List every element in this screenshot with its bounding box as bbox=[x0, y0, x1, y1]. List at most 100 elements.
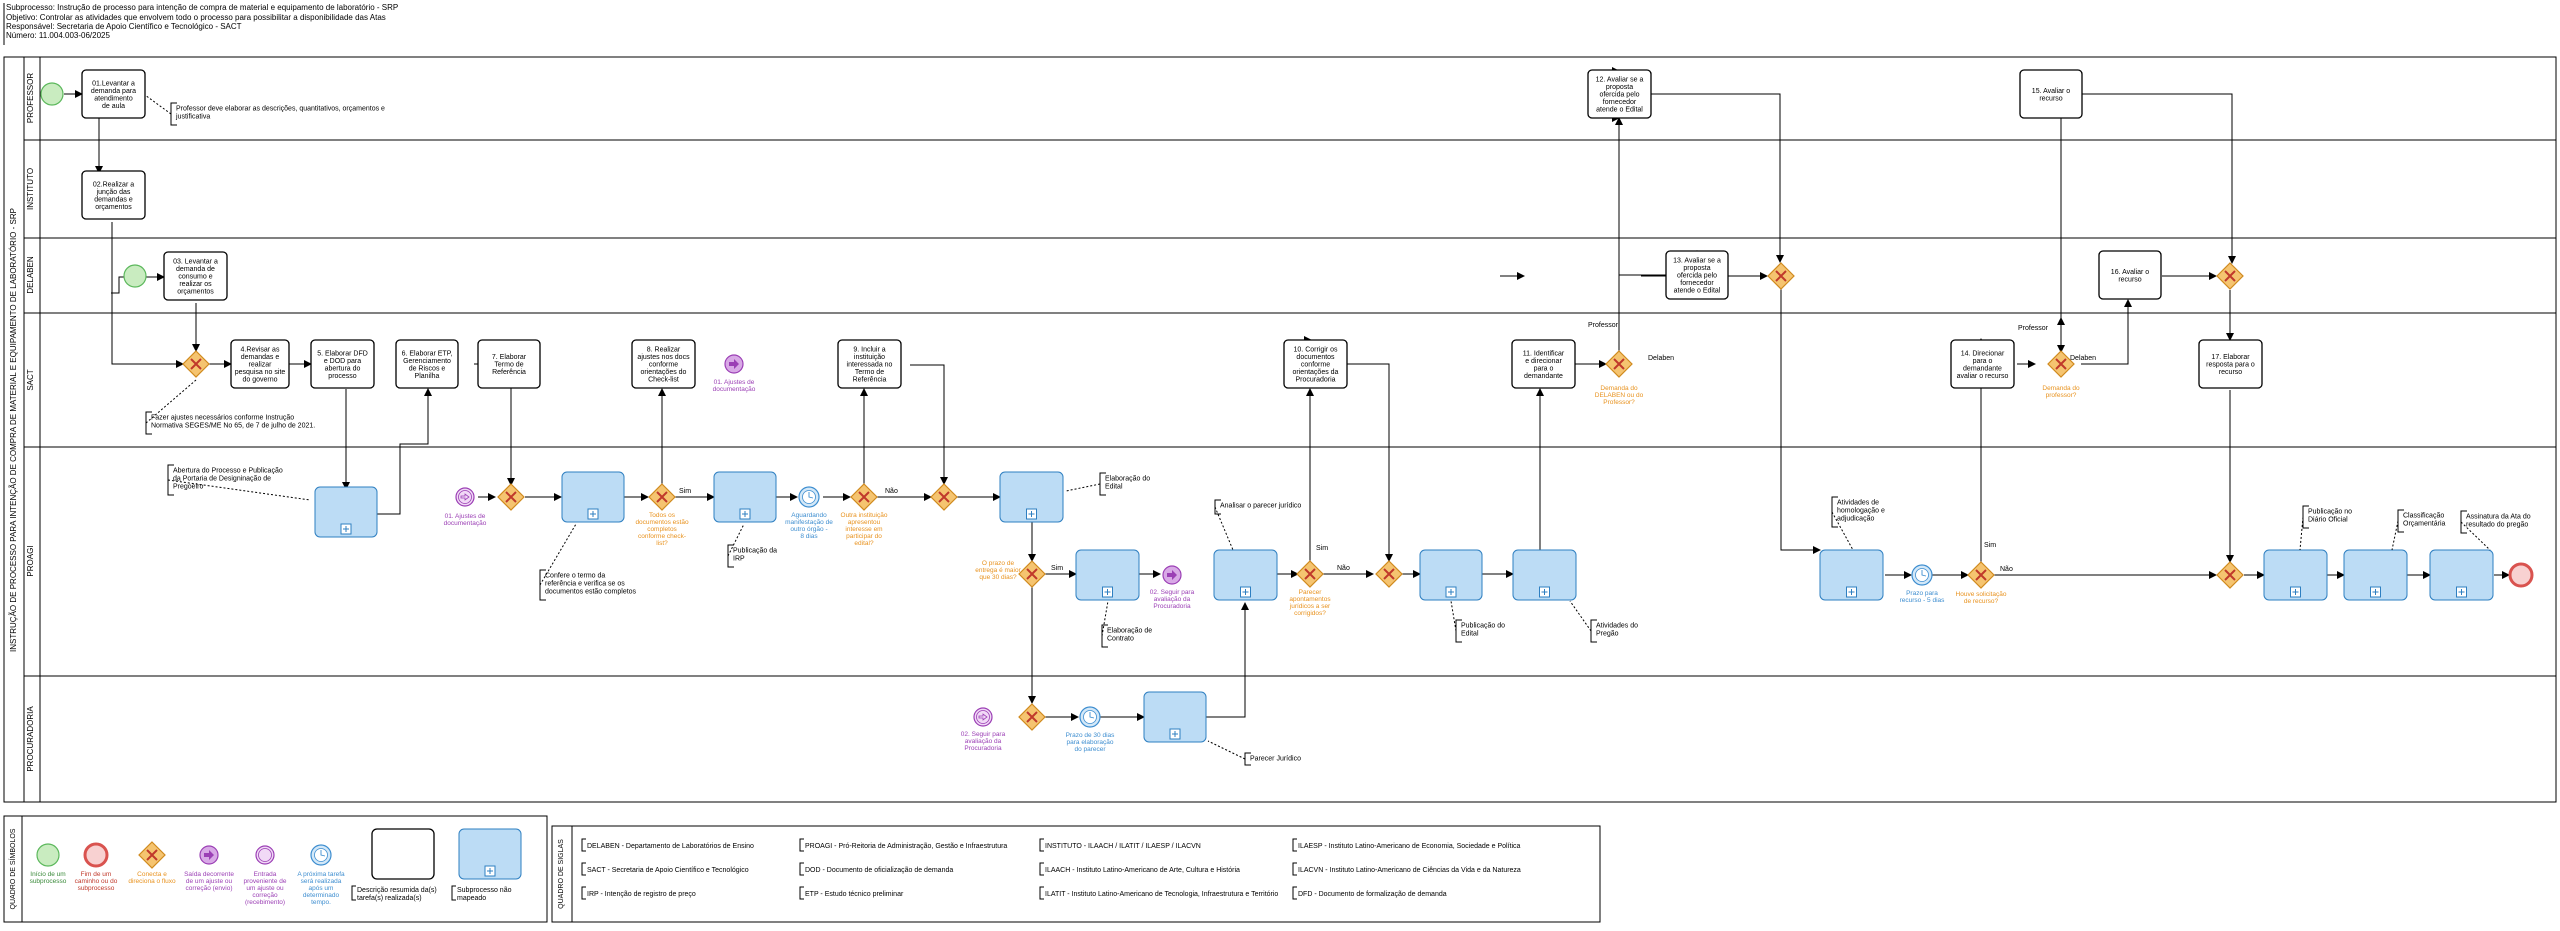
acronym-entry: ILAESP - Instituto Latino-Americano de E… bbox=[1298, 843, 1521, 850]
lane-label-delaben: DELABEN bbox=[26, 256, 35, 294]
subprocess-pregao[interactable] bbox=[1512, 549, 1577, 601]
acronym-entry: DELABEN - Departamento de Laboratórios d… bbox=[587, 843, 754, 850]
lane-label-proagi: PROAGI bbox=[26, 545, 35, 576]
legend-message-out bbox=[199, 845, 219, 865]
subprocess-edital[interactable] bbox=[999, 471, 1064, 523]
annotation-parecer: Parecer Jurídico bbox=[1207, 740, 1301, 766]
legend-task-desc: Descrição resumida da(s)tarefa(s) realiz… bbox=[351, 885, 437, 902]
subprocess-parecer[interactable] bbox=[1143, 691, 1207, 743]
subprocess-publicacao-irp[interactable] bbox=[713, 471, 777, 523]
header-number: Número: 11.004.003-06/2025 bbox=[6, 31, 110, 40]
acronym-entry: DOD - Documento de oficialização de dema… bbox=[805, 867, 953, 874]
subprocess-homolog[interactable] bbox=[1819, 549, 1884, 601]
annotation-text: Fazer ajustes necessários conforme Instr… bbox=[151, 415, 315, 430]
gateway-merge-procuradoria[interactable] bbox=[1018, 703, 1046, 731]
acronym-entry: ILAACH - Instituto Latino-Americano de A… bbox=[1045, 867, 1240, 874]
gateway-merge-proagi-2[interactable] bbox=[930, 483, 958, 511]
flow-label: Delaben bbox=[1648, 355, 1674, 362]
subprocess-abertura[interactable] bbox=[314, 486, 378, 538]
header-subprocess: Subprocesso: Instrução de processo para … bbox=[6, 3, 398, 12]
start-event-professor bbox=[40, 82, 64, 106]
subprocess-analisar[interactable] bbox=[1213, 549, 1278, 601]
gateway-merge-proagi-3[interactable] bbox=[1375, 560, 1403, 588]
gateway-merge-sact[interactable] bbox=[182, 350, 210, 378]
acronym-entry: PROAGI - Pró-Reitoria de Administração, … bbox=[805, 843, 1007, 850]
end-event bbox=[2508, 562, 2534, 588]
subprocess-pub-dou[interactable] bbox=[2263, 549, 2328, 601]
annotation-analisar: Analisar o parecer jurídico bbox=[1214, 499, 1301, 551]
acronym-entry: ETP - Estudo técnico preliminar bbox=[805, 891, 904, 898]
subprocess-ata[interactable] bbox=[2429, 549, 2494, 601]
annotation-text: Parecer Jurídico bbox=[1250, 756, 1301, 763]
lane-label-professor: PROFESSOR bbox=[26, 73, 35, 123]
legend-task bbox=[371, 828, 435, 880]
gateway-merge-proagi-4[interactable] bbox=[2216, 561, 2244, 589]
pool: INSTRUÇÃO DE PROCESSO PARA INTENÇÃO DE C… bbox=[3, 56, 2557, 803]
pool-label: INSTRUÇÃO DE PROCESSO PARA INTENÇÃO DE C… bbox=[9, 208, 18, 652]
acronym-entry: ILACVN - Instituto Latino-Americano de C… bbox=[1298, 867, 1521, 874]
legend-start-event bbox=[36, 843, 60, 867]
gateway-merge-delaben-1[interactable] bbox=[1767, 262, 1795, 290]
gateway-merge-delaben-2[interactable] bbox=[2216, 262, 2244, 290]
annotation-text: Professor deve elaborar as descrições, q… bbox=[175, 106, 385, 121]
subprocess-classif[interactable] bbox=[2343, 549, 2408, 601]
subprocess-edital-pub[interactable] bbox=[1419, 549, 1483, 601]
legend-timer bbox=[310, 844, 332, 866]
gateway-merge-proagi-1[interactable] bbox=[497, 483, 525, 511]
acronyms-title: QUADRO DE SIGLAS bbox=[558, 839, 565, 909]
subprocess-confere[interactable] bbox=[561, 471, 625, 523]
legend-end-event bbox=[83, 842, 109, 868]
subprocess-contrato[interactable] bbox=[1075, 549, 1140, 601]
